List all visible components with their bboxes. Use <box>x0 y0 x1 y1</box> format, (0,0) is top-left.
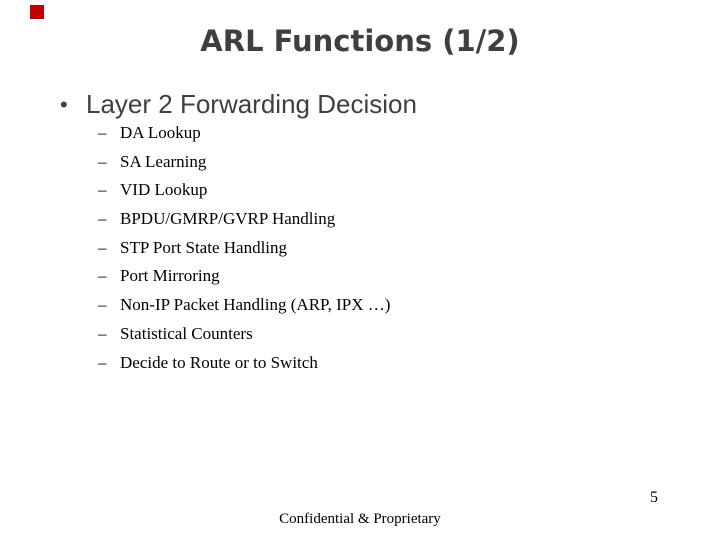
sub-bullet-label: STP Port State Handling <box>120 237 288 257</box>
sub-bullet-label: Port Mirroring <box>120 266 220 286</box>
footer-confidentiality-notice: Confidential & Proprietary <box>279 511 441 527</box>
dash-marker-icon: – <box>98 352 107 372</box>
dash-marker-icon: – <box>98 295 107 315</box>
sub-bullet-label: SA Learning <box>120 151 207 171</box>
sub-bullet-label: Statistical Counters <box>120 323 253 343</box>
sub-bullet-label: BPDU/GMRP/GVRP Handling <box>120 209 336 229</box>
red-square-accent <box>30 5 44 19</box>
dash-marker-icon: – <box>98 151 107 171</box>
dash-marker-icon: – <box>98 237 107 257</box>
dash-marker-icon: – <box>98 266 107 286</box>
bullet-label: Layer 2 Forwarding Decision <box>86 89 417 119</box>
sub-bullet-label: VID Lookup <box>120 180 208 200</box>
sub-bullet-row: – DA Lookup <box>98 119 390 148</box>
sub-bullet-label: Decide to Route or to Switch <box>120 352 318 372</box>
sub-bullet-row: – VID Lookup <box>98 176 390 205</box>
slide-title: ARL Functions (1/2) <box>200 24 520 58</box>
dash-marker-icon: – <box>98 123 107 142</box>
sub-bullet-row: – Port Mirroring <box>98 262 390 291</box>
dash-marker-icon: – <box>98 323 107 343</box>
dash-marker-icon: – <box>98 209 107 229</box>
bullet-marker-icon: • <box>60 92 68 117</box>
sub-bullet-row: – SA Learning <box>98 148 390 177</box>
dash-marker-icon: – <box>98 180 107 200</box>
sub-bullet-row: – Statistical Counters <box>98 320 390 349</box>
sub-bullet-label: Non-IP Packet Handling (ARP, IPX …) <box>120 295 391 315</box>
sub-bullet-row: – Non-IP Packet Handling (ARP, IPX …) <box>98 291 390 320</box>
bullet-row: • Layer 2 Forwarding Decision <box>60 89 417 120</box>
page-number: 5 <box>650 489 658 506</box>
sub-bullet-label: DA Lookup <box>120 123 201 142</box>
sub-bullet-row: – Decide to Route or to Switch <box>98 349 390 378</box>
sub-bullet-row: – BPDU/GMRP/GVRP Handling <box>98 205 390 234</box>
sub-bullet-row: – STP Port State Handling <box>98 234 390 263</box>
sub-bullet-list: – DA Lookup – SA Learning – VID Lookup –… <box>98 119 390 377</box>
